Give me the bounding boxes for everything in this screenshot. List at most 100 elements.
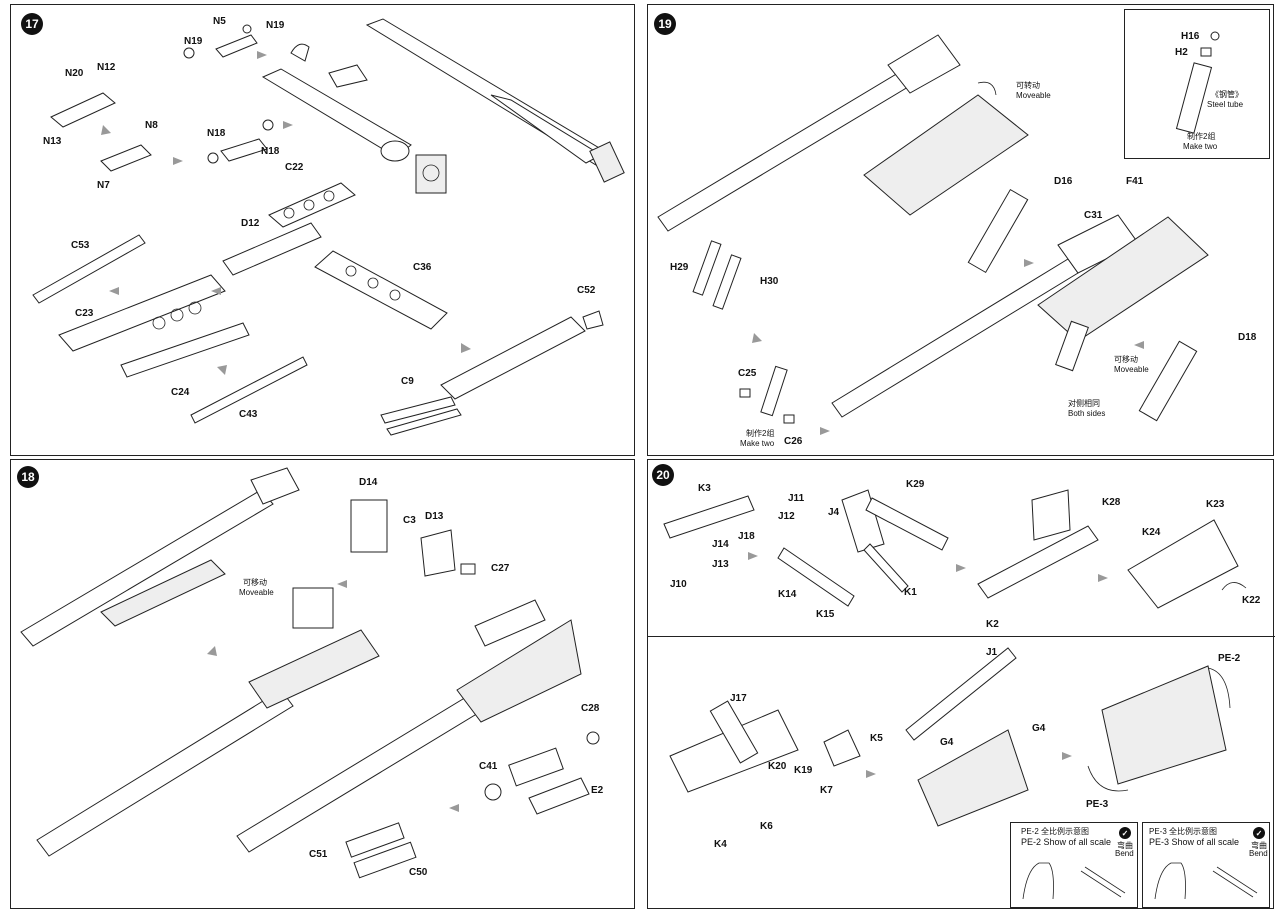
pe2-title-cn: PE-2 全比例示意图 <box>1021 827 1090 836</box>
label-c52: C52 <box>577 285 596 296</box>
label-n8: N8 <box>145 120 158 131</box>
label-j10: J10 <box>670 579 687 590</box>
step-17-drawing <box>32 18 625 436</box>
moveable-note-cn-2: 可移动 <box>1114 355 1138 364</box>
label-c27: C27 <box>491 563 510 574</box>
label-j12: J12 <box>778 511 795 522</box>
label-c43: C43 <box>239 409 258 420</box>
label-k19: K19 <box>794 765 813 776</box>
label-k6: K6 <box>760 821 773 832</box>
label-c51: C51 <box>309 849 328 860</box>
label-k28: K28 <box>1102 497 1121 508</box>
label-pe2: PE-2 <box>1218 653 1241 664</box>
label-c31: C31 <box>1084 210 1103 221</box>
label-h30: H30 <box>760 276 779 287</box>
label-k15: K15 <box>816 609 835 620</box>
label-k29: K29 <box>906 479 925 490</box>
label-c3: C3 <box>403 515 416 526</box>
label-c41: C41 <box>479 761 498 772</box>
label-c53: C53 <box>71 240 90 251</box>
pe2-scale-box: PE-2 全比例示意图 PE-2 Show of all scale ✓ 弯曲 … <box>1010 822 1138 908</box>
label-c23: C23 <box>75 308 94 319</box>
label-n20: N20 <box>65 68 84 79</box>
moveable-note-2: Moveable <box>1114 365 1149 374</box>
pe3-title: PE-3 Show of all scale <box>1149 837 1240 847</box>
steel-tube-cn: 《钢管》 <box>1211 90 1243 99</box>
label-c28: C28 <box>581 703 600 714</box>
label-n7: N7 <box>97 180 110 191</box>
label-k14: K14 <box>778 589 797 600</box>
label-e2: E2 <box>591 785 604 796</box>
label-h29: H29 <box>670 262 689 273</box>
label-c50: C50 <box>409 867 428 878</box>
label-k7: K7 <box>820 785 833 796</box>
label-j4: J4 <box>828 507 840 518</box>
pe2-title: PE-2 Show of all scale <box>1021 837 1112 847</box>
pe2-bend: Bend <box>1115 849 1134 858</box>
step-19-panel: 19 可转动 Moveable 可移动 Moveable 对侧相同 Both s… <box>647 4 1274 456</box>
label-k2: K2 <box>986 619 999 630</box>
label-k22: K22 <box>1242 595 1261 606</box>
label-d16: D16 <box>1054 176 1073 187</box>
pe2-bend-cn: 弯曲 <box>1117 841 1133 850</box>
label-j17: J17 <box>730 693 747 704</box>
pe3-bend: Bend <box>1249 849 1268 858</box>
label-j13: J13 <box>712 559 729 570</box>
steel-tube-inset: H16 H2 《钢管》 Steel tube 制作2组 Make two <box>1124 9 1270 159</box>
step-18-number: 18 <box>17 466 39 488</box>
label-k20: K20 <box>768 761 787 772</box>
label-pe3: PE-3 <box>1086 799 1109 810</box>
label-h16: H16 <box>1181 31 1200 42</box>
label-f41: F41 <box>1126 176 1144 187</box>
make-two-cn: 制作2组 <box>746 429 775 438</box>
pe3-bend-icon: ✓ <box>1253 827 1265 839</box>
label-k1: K1 <box>904 587 917 598</box>
label-n5: N5 <box>213 16 226 27</box>
moveable-18: Moveable <box>239 588 274 597</box>
label-k4: K4 <box>714 839 727 850</box>
label-j11: J11 <box>788 493 805 504</box>
label-d14: D14 <box>359 477 378 488</box>
label-n19-a: N19 <box>266 20 285 31</box>
label-d18: D18 <box>1238 332 1257 343</box>
pe2-bend-icon: ✓ <box>1119 827 1131 839</box>
steel-tube: Steel tube <box>1207 100 1244 109</box>
step-20-drawing <box>663 489 1247 827</box>
label-c36: C36 <box>413 262 432 273</box>
label-c9: C9 <box>401 376 414 387</box>
label-c24: C24 <box>171 387 190 398</box>
label-n13: N13 <box>43 136 62 147</box>
label-h2: H2 <box>1175 47 1188 58</box>
label-k3: K3 <box>698 483 711 494</box>
step-18-drawing <box>20 467 600 879</box>
moveable-note-1: Moveable <box>1016 91 1051 100</box>
steel-tube-drawing <box>1175 31 1220 134</box>
pe3-title-cn: PE-3 全比例示意图 <box>1149 827 1218 836</box>
step-19-drawing <box>657 34 1209 435</box>
moveable-note-cn-1: 可转动 <box>1016 81 1040 90</box>
label-g4-a: G4 <box>940 737 954 748</box>
step-18-panel: 18 可移动 Moveable D14 C3 D13 C27 C28 C41 <box>10 459 635 909</box>
label-k24: K24 <box>1142 527 1161 538</box>
pe2-outline <box>1022 862 1126 900</box>
label-n12: N12 <box>97 62 116 73</box>
label-n18-a: N18 <box>207 128 226 139</box>
inset-make-two: Make two <box>1183 142 1218 151</box>
label-d12: D12 <box>241 218 260 229</box>
step-19-number: 19 <box>654 13 676 35</box>
both-sides-cn: 对侧相同 <box>1068 399 1100 408</box>
label-n18-b: N18 <box>261 146 280 157</box>
pe3-outline <box>1154 862 1258 900</box>
moveable-18-cn: 可移动 <box>243 578 267 587</box>
label-j18: J18 <box>738 531 755 542</box>
label-c22: C22 <box>285 162 304 173</box>
label-k23: K23 <box>1206 499 1225 510</box>
step-20-divider <box>648 636 1275 637</box>
label-g4-b: G4 <box>1032 723 1046 734</box>
label-n19-b: N19 <box>184 36 203 47</box>
step-20-panel: 20 K3 J11 J12 J18 J14 J13 J10 K29 J4 K1 … <box>647 459 1275 909</box>
pe3-scale-box: PE-3 全比例示意图 PE-3 Show of all scale ✓ 弯曲 … <box>1142 822 1270 908</box>
label-d13: D13 <box>425 511 444 522</box>
pe3-bend-cn: 弯曲 <box>1251 841 1267 850</box>
step-20-number: 20 <box>652 464 674 486</box>
